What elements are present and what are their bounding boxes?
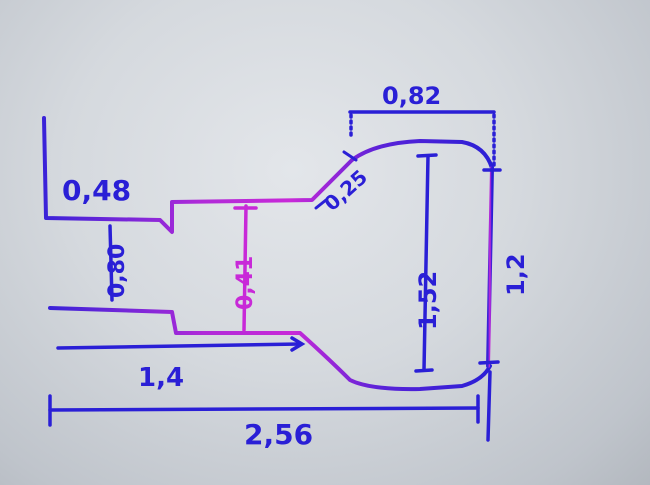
dim-tick (416, 153, 438, 158)
dim-label-chamfer: 0,25 (319, 165, 372, 216)
part-outline-right (486, 166, 494, 368)
dim-label-neck-height: 0,41 (233, 256, 258, 310)
dim-line-inner-height (422, 154, 430, 372)
dim-line-neck (56, 342, 302, 350)
dim-label-neck-length: 1,4 (138, 363, 184, 393)
dim-label-left-height: 0,80 (105, 244, 130, 298)
dim-label-right-height: 1,2 (502, 253, 530, 296)
dim-label-inner-height: 1,52 (414, 271, 442, 330)
arrow-head (290, 336, 306, 352)
dim-label-left-step: 0,48 (62, 174, 131, 207)
extension-line-bottom-right (486, 370, 492, 442)
dim-tick (478, 360, 500, 365)
dim-label-top-width: 0,82 (382, 82, 441, 110)
dim-line-neck-height (242, 204, 248, 332)
dim-tick (414, 368, 434, 373)
dim-label-total-length: 2,56 (244, 418, 313, 451)
part-outline-lower (48, 306, 492, 392)
dim-line-left-height (108, 224, 114, 302)
dim-line-total (48, 406, 480, 412)
chamfer-mark (314, 198, 328, 210)
chamfer-mark (342, 150, 358, 162)
part-outline-upper (42, 116, 494, 234)
